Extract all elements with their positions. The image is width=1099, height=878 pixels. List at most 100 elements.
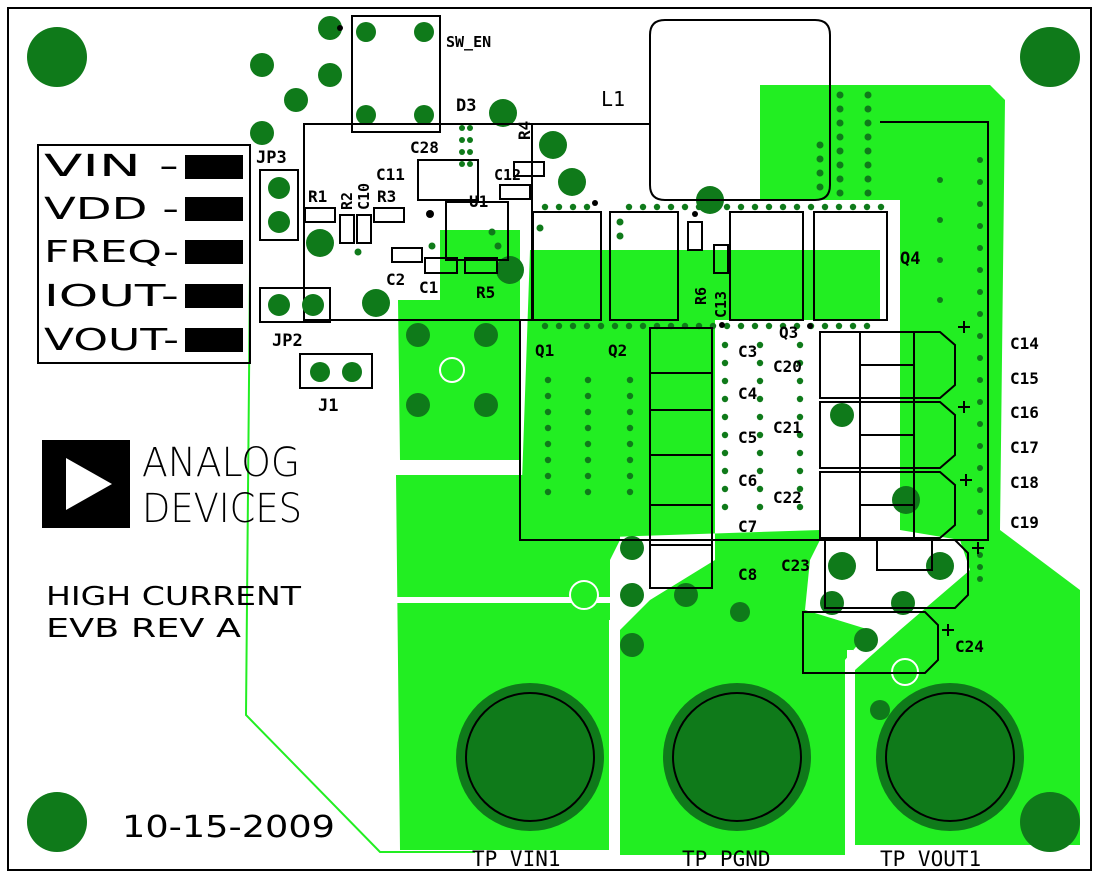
c14-c15-outline xyxy=(819,331,956,399)
c28-outline xyxy=(417,159,479,201)
via xyxy=(977,179,983,185)
via xyxy=(569,322,577,330)
via xyxy=(756,359,764,367)
via xyxy=(977,355,983,361)
logo-line1: ANALOG xyxy=(142,440,300,486)
via xyxy=(611,322,619,330)
des-c28: C28 xyxy=(410,138,439,157)
via xyxy=(558,168,586,196)
via xyxy=(459,161,465,167)
via xyxy=(864,105,872,113)
via xyxy=(474,323,498,347)
via xyxy=(977,267,983,273)
via xyxy=(830,403,854,427)
r1-pad xyxy=(304,207,336,223)
via xyxy=(474,393,498,417)
header-connector: VIN - VDD - FREQ- IOUT- VOUT- xyxy=(37,144,251,364)
via xyxy=(828,552,856,580)
via xyxy=(584,440,592,448)
via xyxy=(626,408,634,416)
via xyxy=(796,413,804,421)
copper-vout xyxy=(760,85,1080,845)
des-u1: U1 xyxy=(469,192,488,211)
des-c16: C16 xyxy=(1010,403,1039,422)
via xyxy=(584,408,592,416)
via xyxy=(667,203,675,211)
via xyxy=(835,322,843,330)
via xyxy=(544,440,552,448)
via xyxy=(625,203,633,211)
vout-pin xyxy=(185,328,243,352)
des-q3: Q3 xyxy=(779,323,798,342)
via xyxy=(977,245,983,251)
via xyxy=(751,322,759,330)
des-r2: R2 xyxy=(338,192,356,210)
via xyxy=(625,322,633,330)
des-c1: C1 xyxy=(419,278,438,297)
via xyxy=(467,137,473,143)
via xyxy=(816,183,824,191)
via xyxy=(626,376,634,384)
header-outline xyxy=(37,144,251,364)
via xyxy=(836,161,844,169)
via xyxy=(639,322,647,330)
vdd-pin xyxy=(185,197,243,221)
via xyxy=(807,203,815,211)
des-c12: C12 xyxy=(494,166,521,184)
via xyxy=(544,488,552,496)
via xyxy=(977,201,983,207)
c12-pad xyxy=(499,184,531,200)
tp-pgnd-pad xyxy=(663,683,811,831)
via xyxy=(864,147,872,155)
via xyxy=(721,485,729,493)
via xyxy=(796,503,804,511)
via xyxy=(796,341,804,349)
r5-pad xyxy=(464,257,498,274)
via xyxy=(541,322,549,330)
mounting-hole xyxy=(1020,792,1080,852)
via xyxy=(674,583,698,607)
des-c8: C8 xyxy=(738,565,757,584)
via xyxy=(756,377,764,385)
via xyxy=(821,322,829,330)
via xyxy=(362,289,390,317)
via xyxy=(756,395,764,403)
l1-outline xyxy=(649,19,831,201)
c13-pad xyxy=(713,244,729,274)
via xyxy=(796,431,804,439)
board-title-line1: HIGH CURRENT xyxy=(46,582,301,612)
q2-outline xyxy=(609,211,679,321)
vout-label: VOUT- xyxy=(44,323,179,358)
mounting-hole xyxy=(27,792,87,852)
via xyxy=(892,486,920,514)
des-c4: C4 xyxy=(738,384,757,403)
via xyxy=(616,218,624,226)
jp2-outline xyxy=(259,287,331,323)
polarity-marks xyxy=(942,321,984,636)
via xyxy=(356,105,376,125)
q1-outline xyxy=(532,211,602,321)
des-c13: C13 xyxy=(712,291,730,318)
via xyxy=(926,552,954,580)
via xyxy=(250,53,274,77)
des-r3: R3 xyxy=(377,187,396,206)
via xyxy=(877,203,885,211)
des-tp-vin1: TP_VIN1 xyxy=(472,847,561,871)
via xyxy=(721,449,729,457)
iout-label: IOUT- xyxy=(44,279,179,314)
via xyxy=(626,424,634,432)
large-vias xyxy=(250,16,954,720)
via xyxy=(583,322,591,330)
vdd-label: VDD - xyxy=(44,192,179,227)
jumper-pads xyxy=(268,177,362,382)
via xyxy=(721,467,729,475)
q4-outline xyxy=(813,211,888,321)
via xyxy=(937,297,943,303)
via xyxy=(937,177,943,183)
via xyxy=(620,633,644,657)
c10-pad xyxy=(356,214,372,244)
via xyxy=(756,449,764,457)
via xyxy=(439,357,465,383)
